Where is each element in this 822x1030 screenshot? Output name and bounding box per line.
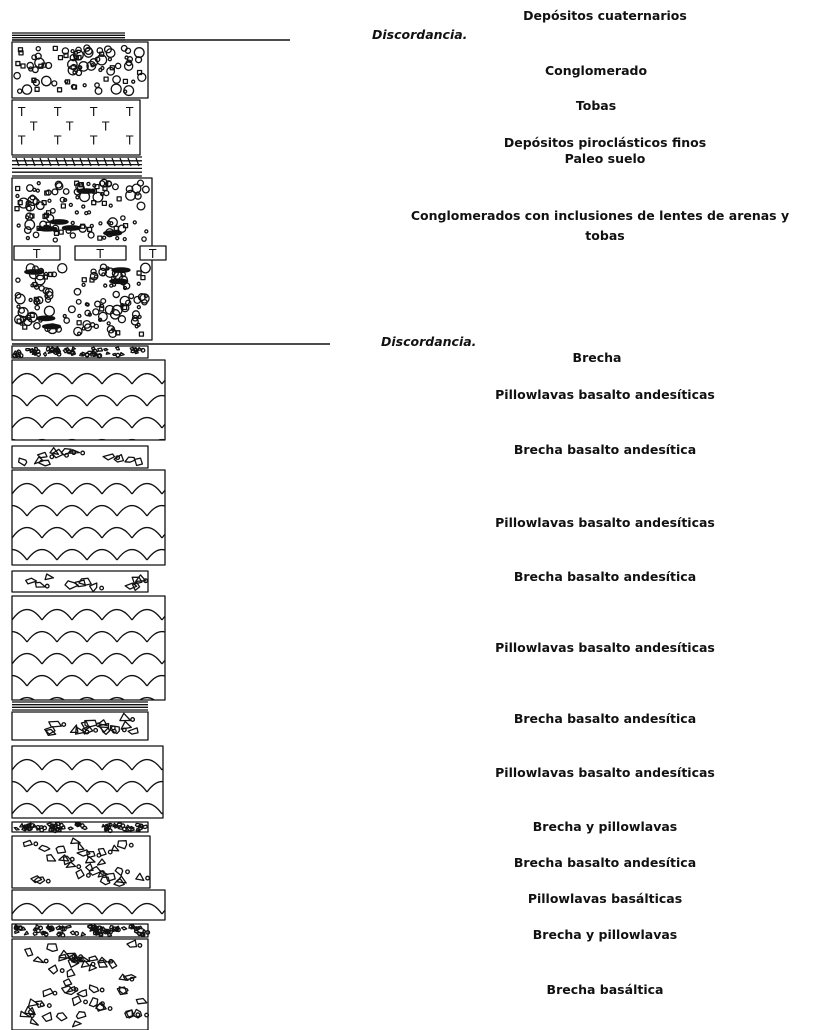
layer-7-brecha [11, 821, 149, 834]
label-brecha-basalto-1: Brecha basalto andesítica [513, 442, 697, 457]
svg-text:T: T [125, 134, 134, 148]
svg-text:T: T [89, 105, 98, 119]
layer-piroclasticos-paleosuelo [12, 156, 142, 177]
svg-text:T: T [101, 119, 110, 133]
layer-11-brecha [11, 938, 150, 1030]
svg-text:T: T [29, 119, 38, 133]
label-depositos-cuaternarios: Depósitos cuaternarios [523, 8, 687, 23]
thin-beds [12, 701, 148, 711]
layer-2-pillowlavas [11, 469, 166, 566]
label-brecha-pillowlavas-2: Brecha y pillowlavas [532, 927, 678, 942]
label-brecha-basalto-4: Brecha basalto andesítica [513, 855, 697, 870]
label-brecha-basalto-3: Brecha basalto andesítica [513, 711, 697, 726]
svg-text:T: T [125, 105, 134, 119]
layer-10-brecha [11, 923, 151, 938]
svg-text:T: T [148, 247, 157, 261]
svg-text:T: T [32, 247, 41, 261]
label-pillowlavas-basalticas: Pillowlavas basálticas [527, 891, 683, 906]
layer-3-brecha [11, 570, 149, 593]
svg-text:T: T [65, 119, 74, 133]
label-piroclasticos-finos: Depósitos piroclásticos finos [503, 135, 707, 150]
label-brecha-basalto-2: Brecha basalto andesítica [513, 569, 697, 584]
label-brecha: Brecha [572, 350, 622, 365]
layer-4-pillowlavas [11, 595, 166, 701]
discordance-label-lower: Discordancia. [381, 334, 477, 349]
label-paleo-suelo: Paleo suelo [564, 151, 646, 166]
layer-1-brecha [11, 445, 149, 469]
label-pillowlavas-3: Pillowlavas basalto andesíticas [495, 640, 715, 655]
layer-brecha [11, 345, 149, 359]
layer-0-pillowlavas [11, 359, 166, 441]
layer-conglomerado [11, 41, 149, 99]
svg-text:T: T [53, 134, 62, 148]
label-brecha-pillowlavas-1: Brecha y pillowlavas [532, 819, 678, 834]
svg-text:T: T [89, 134, 98, 148]
discordance-label-upper: Discordancia. [372, 27, 468, 42]
quaternary-deposits [12, 32, 290, 41]
svg-text:T: T [17, 105, 26, 119]
label-pillowlavas-2: Pillowlavas basalto andesíticas [495, 515, 715, 530]
layer-6-pillowlavas [11, 745, 164, 819]
label-conglomerados-inclusiones: Conglomerados con inclusiones de lentes … [410, 208, 790, 223]
label-pillowlavas-1: Pillowlavas basalto andesíticas [495, 387, 715, 402]
layer-5-brecha [11, 711, 149, 741]
layer-8-brecha [11, 835, 151, 889]
svg-text:T: T [96, 247, 105, 261]
svg-text:T: T [17, 134, 26, 148]
label-conglomerado: Conglomerado [544, 63, 648, 78]
layer-9-pillowlavas [11, 889, 166, 921]
label-brecha-basaltica: Brecha basáltica [546, 982, 664, 997]
label-pillowlavas-4: Pillowlavas basalto andesíticas [495, 765, 715, 780]
label-tobas: Tobas [575, 98, 617, 113]
svg-text:T: T [53, 105, 62, 119]
label-conglomerados-inclusiones-cont: tobas [585, 228, 625, 243]
